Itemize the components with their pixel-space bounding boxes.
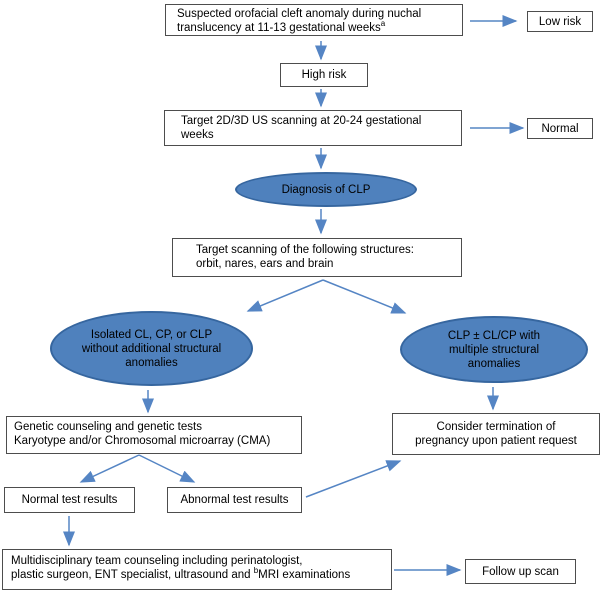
node-clp-line2: multiple structural xyxy=(448,343,540,356)
node-consider-line1: Consider termination of xyxy=(436,421,556,433)
node-normal-test-results-label: Normal test results xyxy=(21,494,118,506)
arrow-genetic-to-normal-results xyxy=(79,454,140,483)
node-genetic-counseling: Genetic counseling and genetic tests Kar… xyxy=(6,416,302,454)
node-low-risk: Low risk xyxy=(527,11,593,32)
node-multidisciplinary-counseling: Multidisciplinary team counseling includ… xyxy=(2,549,392,590)
node-consider-termination: Consider termination of pregnancy upon p… xyxy=(392,413,600,455)
node-clp-line3: anomalies xyxy=(467,357,521,370)
arrow-target-scanning-to-isolated xyxy=(246,279,324,312)
node-isolated-line3: anomalies xyxy=(125,356,178,369)
node-clp-multiple-anomalies: CLP ± CL/CP with multiple structural ano… xyxy=(400,316,588,383)
node-clp-line1: CLP ± CL/CP with xyxy=(447,329,541,342)
node-isolated-line2: without additional structural xyxy=(81,342,222,355)
footnote-a-marker: a xyxy=(380,19,386,29)
node-target-scanning-structures: Target scanning of the following structu… xyxy=(172,238,462,277)
arrow-genetic-to-abnormal-results xyxy=(138,454,196,483)
node-target-scanning-line2: orbit, nares, ears and brain xyxy=(196,258,334,270)
node-follow-up-scan: Follow up scan xyxy=(465,559,576,584)
node-consider-line2: pregnancy upon patient request xyxy=(415,435,577,447)
node-high-risk-label: High risk xyxy=(301,69,347,81)
node-target-us-line1: Target 2D/3D US scanning at 20-24 gestat… xyxy=(181,115,422,127)
node-isolated-line1: Isolated CL, CP, or CLP xyxy=(90,328,213,341)
node-suspected-anomaly: Suspected orofacial cleft anomaly during… xyxy=(165,4,463,36)
node-suspected-line1: Suspected orofacial cleft anomaly during… xyxy=(177,8,422,20)
node-high-risk: High risk xyxy=(280,63,368,87)
node-target-scanning-line1: Target scanning of the following structu… xyxy=(196,244,414,256)
node-abnormal-test-results-label: Abnormal test results xyxy=(180,494,289,506)
node-normal-label: Normal xyxy=(541,122,579,135)
node-abnormal-test-results: Abnormal test results xyxy=(167,487,302,513)
node-suspected-line2: translucency at 11-13 gestational weeksa xyxy=(177,19,386,34)
node-diagnosis-of-clp: Diagnosis of CLP xyxy=(235,172,417,207)
node-normal: Normal xyxy=(527,118,593,139)
node-target-us-scanning: Target 2D/3D US scanning at 20-24 gestat… xyxy=(164,110,462,146)
node-isolated-cleft: Isolated CL, CP, or CLP without addition… xyxy=(50,311,253,386)
node-low-risk-label: Low risk xyxy=(538,15,582,28)
footnote-b-marker: b xyxy=(253,566,259,576)
node-normal-test-results: Normal test results xyxy=(4,487,135,513)
node-genetic-line2: Karyotype and/or Chromosomal microarray … xyxy=(14,435,271,447)
node-multidisciplinary-line2: plastic surgeon, ENT specialist, ultraso… xyxy=(11,566,351,581)
arrow-abnormal-results-to-consider-termination xyxy=(305,460,402,498)
arrow-target-scanning-to-clp-multiple xyxy=(322,279,407,314)
node-target-us-line2: weeks xyxy=(181,129,214,141)
node-genetic-line1: Genetic counseling and genetic tests xyxy=(14,421,202,433)
node-diagnosis-label: Diagnosis of CLP xyxy=(281,183,371,196)
node-follow-up-scan-label: Follow up scan xyxy=(482,565,559,578)
node-multidisciplinary-line1: Multidisciplinary team counseling includ… xyxy=(11,555,303,567)
